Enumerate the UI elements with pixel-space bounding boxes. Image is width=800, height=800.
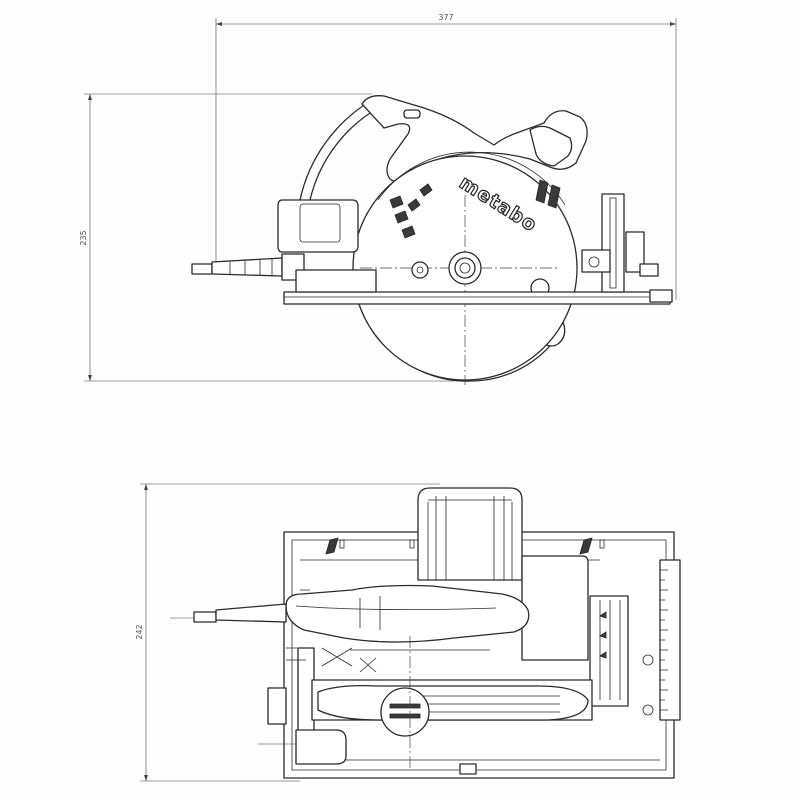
blade-guard-top: [521, 555, 589, 661]
power-cord-top: [170, 603, 287, 623]
handle-top: [285, 584, 530, 643]
motor-block: [277, 199, 359, 253]
side-view: 377 235 metabo: [79, 13, 677, 385]
base-ribbing: [321, 647, 490, 673]
base-plate: [283, 269, 671, 305]
length-dimension-label: 377: [438, 13, 453, 22]
front-guide-assembly: [581, 193, 673, 303]
power-cord: [191, 253, 305, 281]
motor-housing-top: [417, 487, 523, 581]
depth-knob[interactable]: [411, 261, 429, 279]
length-dimension: 377: [215, 13, 677, 300]
blade-motor-lens: [380, 687, 430, 737]
arbor-bolt: [448, 251, 482, 285]
width-dimension: 242: [135, 483, 440, 782]
guide-scale: [589, 559, 681, 721]
upper-guard-arc: [299, 99, 373, 201]
bevel-lock-knob[interactable]: [639, 263, 659, 277]
top-view: 242: [135, 483, 681, 782]
trigger-lock-button[interactable]: [403, 109, 421, 119]
lower-assembly: [258, 636, 593, 770]
height-dimension-label: 235: [79, 230, 88, 245]
width-dimension-label: 242: [135, 624, 144, 639]
height-dimension: 235: [79, 93, 470, 382]
